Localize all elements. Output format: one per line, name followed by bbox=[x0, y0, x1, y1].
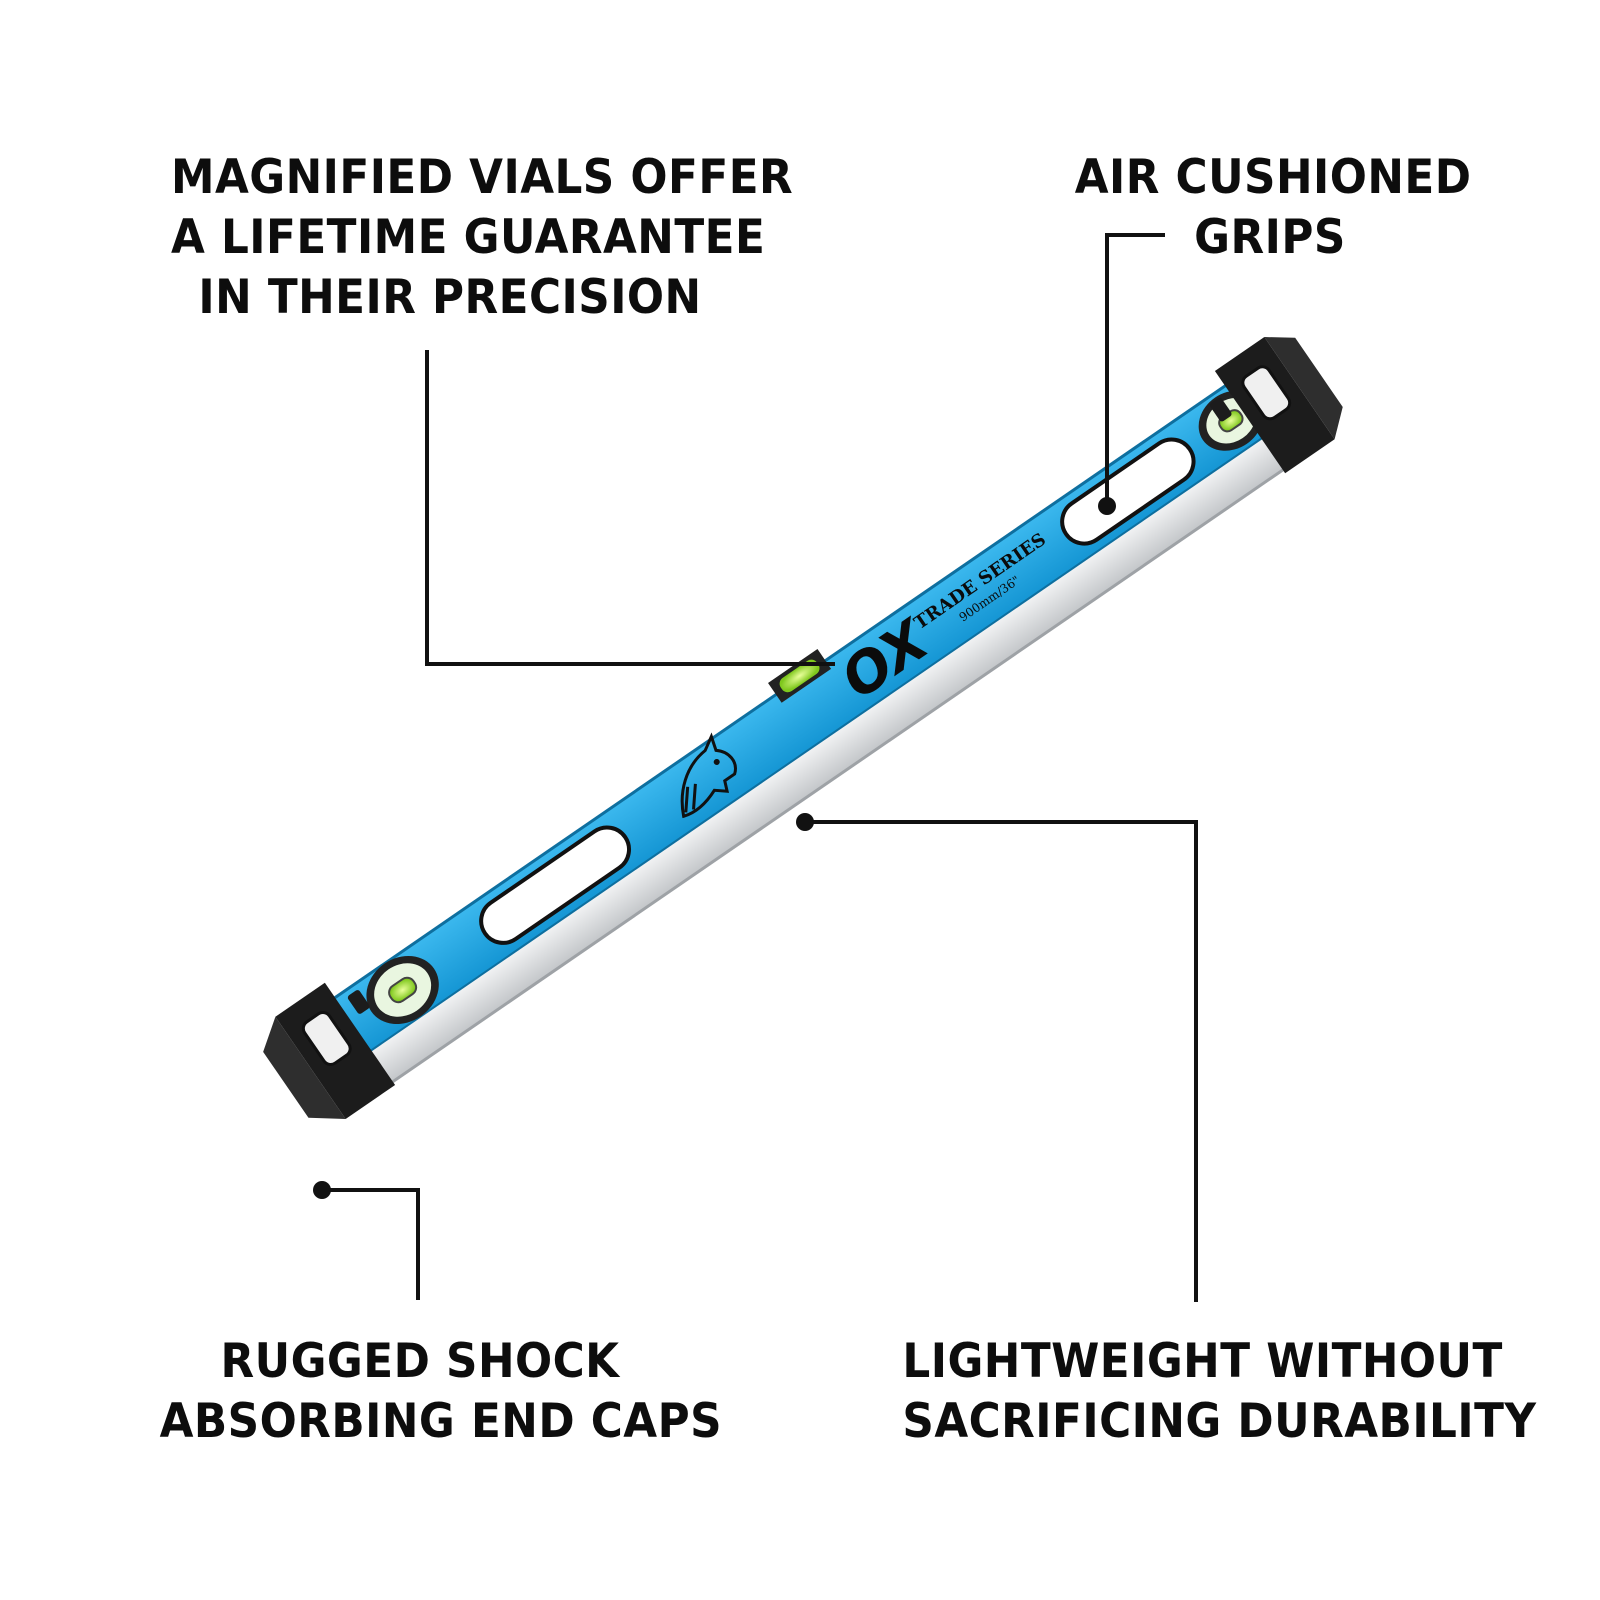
leader-vials bbox=[425, 350, 835, 666]
leader-grips bbox=[1105, 233, 1165, 506]
spirit-level: OX TRADE SERIES 900mm/36" bbox=[263, 337, 1343, 1119]
callout-lightweight: LIGHTWEIGHT WITHOUT SACRIFICING DURABILI… bbox=[902, 1332, 1537, 1452]
callout-end-caps-line-2: ABSORBING END CAPS bbox=[159, 1394, 723, 1449]
leader-end-caps bbox=[322, 1188, 420, 1300]
leader-lightweight bbox=[805, 820, 1198, 1302]
callout-end-caps-line-1: RUGGED SHOCK bbox=[220, 1334, 620, 1389]
grip-hole-left bbox=[479, 825, 632, 945]
callout-vials-line-3: IN THEIR PRECISION bbox=[198, 270, 702, 325]
leader-lines bbox=[322, 233, 1198, 1302]
end-cap-left bbox=[263, 982, 396, 1119]
callout-vials-line-1: MAGNIFIED VIALS OFFER bbox=[171, 150, 794, 205]
callout-vials-line-2: A LIFETIME GUARANTEE bbox=[171, 210, 766, 265]
end-cap-right bbox=[1209, 337, 1343, 474]
bull-logo-icon bbox=[680, 732, 737, 819]
callout-lightweight-line-1: LIGHTWEIGHT WITHOUT bbox=[902, 1334, 1503, 1389]
callout-end-caps: RUGGED SHOCK ABSORBING END CAPS bbox=[159, 1332, 723, 1452]
aluminium-rail bbox=[328, 408, 1325, 1110]
vial-left bbox=[366, 955, 439, 1025]
callout-grips-line-2: GRIPS bbox=[1194, 210, 1346, 265]
grip-hole-right bbox=[1060, 437, 1196, 546]
callout-vials: MAGNIFIED VIALS OFFER A LIFETIME GUARANT… bbox=[171, 148, 794, 328]
leader-dots bbox=[313, 497, 1116, 1199]
leader-dot-grips bbox=[1098, 497, 1116, 515]
leader-dot-end-caps bbox=[313, 1181, 331, 1199]
callout-grips-line-1: AIR CUSHIONED bbox=[1074, 150, 1472, 205]
callout-lightweight-line-2: SACRIFICING DURABILITY bbox=[902, 1394, 1537, 1449]
callout-grips: AIR CUSHIONED GRIPS bbox=[1074, 148, 1472, 268]
leader-dot-lightweight bbox=[796, 813, 814, 831]
